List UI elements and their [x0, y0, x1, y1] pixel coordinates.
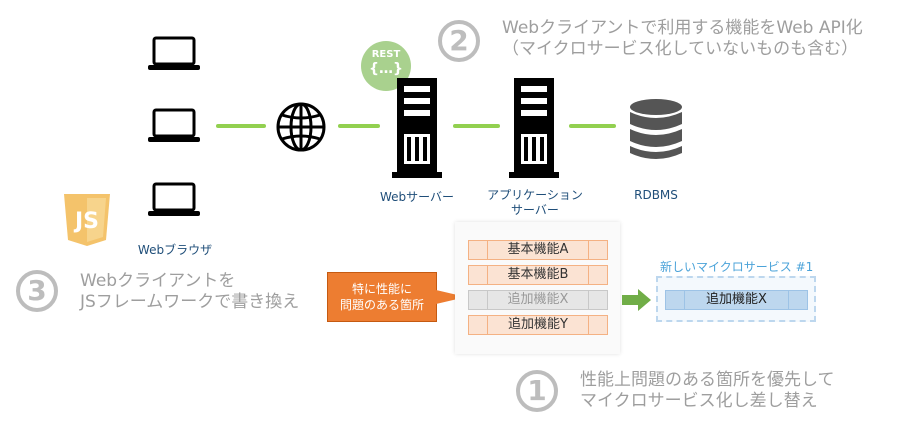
performance-issue-callout: 特に性能に 問題のある箇所	[327, 272, 437, 322]
step-1-number: 1	[516, 370, 558, 412]
function-basic-a: 基本機能A	[468, 240, 608, 260]
callout-line2: 問題のある箇所	[339, 298, 424, 312]
arrow-right-icon	[622, 289, 651, 311]
callout-line1: 特に性能に	[351, 282, 412, 296]
svg-text:JS: JS	[73, 209, 99, 234]
microservice-function-extra-x: 追加機能X	[665, 290, 808, 310]
rest-badge-braces: {…}	[369, 61, 403, 77]
app-server-icon	[509, 78, 559, 178]
web-server-label: Webサーバー	[379, 190, 455, 204]
rest-badge-label: REST	[371, 49, 401, 60]
laptop-icon	[148, 182, 200, 216]
step-2-number: 2	[438, 20, 480, 62]
javascript-logo-icon: JS	[64, 194, 110, 246]
browser-label: Webブラウザ	[137, 243, 213, 257]
callout-pointer	[436, 290, 466, 304]
step-1-text: 性能上問題のある箇所を優先して マイクロサービス化し差し替え	[580, 370, 900, 412]
database-icon	[630, 99, 682, 159]
app-server-label-line2: サーバー	[511, 203, 559, 217]
step-3-number: 3	[16, 270, 58, 312]
step-2-line1: Webクライアントで利用する機能をWeb API化	[502, 18, 863, 38]
function-extra-y: 追加機能Y	[468, 315, 608, 335]
step-3-line1: Webクライアントを	[80, 271, 236, 291]
step-2-text: Webクライアントで利用する機能をWeb API化 （マイクロサービス化していな…	[502, 18, 914, 60]
microservice-title: 新しいマイクロサービス #1	[660, 260, 814, 274]
step-3-line2: JSフレームワークで書き換え	[80, 292, 300, 312]
rdbms-label: RDBMS	[634, 188, 678, 202]
app-server-label-line1: アプリケーション	[487, 188, 583, 202]
web-server-icon	[392, 78, 442, 178]
function-extra-x-replaced: 追加機能X	[468, 290, 608, 310]
function-basic-b: 基本機能B	[468, 265, 608, 285]
step-2-line2: （マイクロサービス化していないものも含む）	[502, 39, 859, 59]
step-1-line2: マイクロサービス化し差し替え	[580, 391, 818, 411]
step-3-text: Webクライアントを JSフレームワークで書き換え	[80, 271, 330, 313]
step-1-line1: 性能上問題のある箇所を優先して	[580, 370, 835, 390]
globe-icon	[276, 102, 326, 152]
app-server-label: アプリケーション サーバー	[475, 188, 595, 218]
rest-api-badge: REST {…}	[361, 41, 411, 91]
laptop-icon	[148, 36, 200, 70]
laptop-icon	[148, 108, 200, 142]
